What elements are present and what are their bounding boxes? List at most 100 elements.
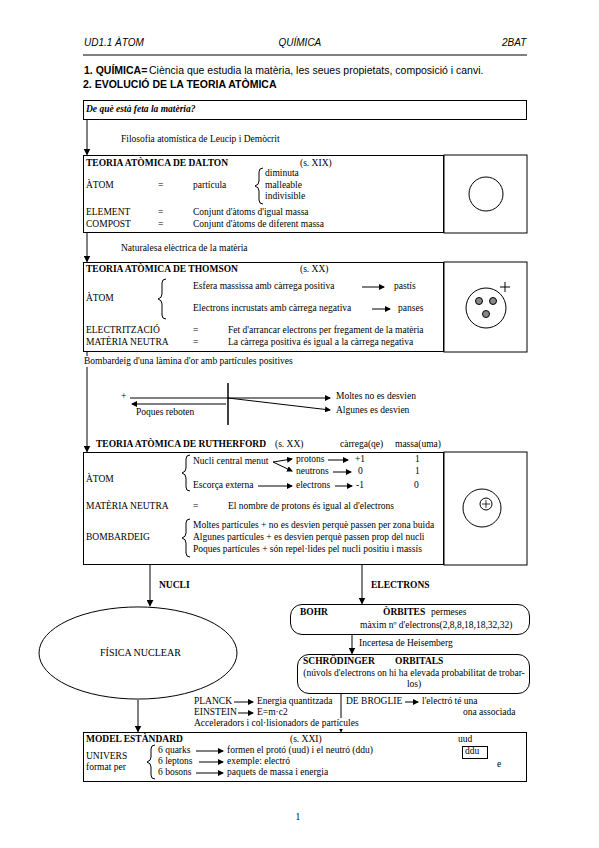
node-text: -1 <box>356 480 364 491</box>
brace <box>182 455 190 491</box>
ellipse-node: FÍSICA NUCLEAR <box>38 606 238 700</box>
node-text: La càrrega positiva és igual a la càrreg… <box>228 337 413 348</box>
node-text: +1 <box>355 454 365 465</box>
node-text: (s. XXI) <box>290 734 322 745</box>
node-text: TEORIA ATÒMICA DE THOMSON <box>86 264 238 275</box>
plus-sign <box>500 282 510 292</box>
node-text: permeses <box>431 607 466 618</box>
electron-dot <box>483 311 490 318</box>
label-text: DE BROGLIE <box>345 696 403 707</box>
theory-box: TEORIA ATÒMICA DE THOMSON(s. XX)ÀTOMEsfe… <box>83 262 444 352</box>
node-text: = <box>158 207 163 218</box>
node-text: 0 <box>358 466 363 477</box>
node-text: Moltes partícules + no es desvien perquè… <box>193 520 434 531</box>
node-text: SCHRÖDINGER <box>303 656 375 667</box>
edge-label: Incertesa de Heisemberg <box>358 638 454 649</box>
node-text: 6 leptons <box>158 756 193 767</box>
brace <box>158 279 166 319</box>
small-arrow <box>273 459 292 462</box>
nucleus-plus <box>482 500 490 508</box>
node-text: De què està feta la matèria? <box>86 104 196 115</box>
node-text: ddu <box>465 746 479 757</box>
dalton-atom <box>469 177 503 211</box>
node-text: = <box>158 219 163 230</box>
edge-label: Naturalesa elèctrica de la matèria <box>120 243 249 254</box>
node-text: ELECTRITZACIÓ <box>86 325 160 336</box>
node-text: TEORIA ATÒMICA DE RUTHERFORD <box>96 439 266 450</box>
node-text: diminuta <box>265 168 299 179</box>
node-text: MATÈRIA NEUTRA <box>86 501 169 512</box>
node-text: 6 bosons <box>158 767 192 778</box>
node-text: 1 <box>415 454 420 465</box>
brace <box>255 168 263 204</box>
brace <box>147 745 155 779</box>
node-text: FÍSICA NUCLEAR <box>100 647 181 658</box>
small-arrow <box>199 762 223 763</box>
label-text: + <box>120 391 127 402</box>
connector-arrow <box>352 635 353 654</box>
node-text: paquets de massa i energia <box>227 767 328 778</box>
node-text: = <box>193 501 198 512</box>
label-text: ona associada <box>462 707 517 718</box>
node-text: MODEL ESTÀNDARD <box>86 734 183 745</box>
small-arrow <box>258 486 292 487</box>
node-text: protons <box>296 454 325 465</box>
edge-label: NUCLI <box>158 580 191 591</box>
label-text: UD1.1 ÀTOM <box>83 37 145 49</box>
node-text: UNIVERS format per <box>86 751 136 773</box>
label-text: QUÍMICA <box>278 37 323 49</box>
node-text: (s. XIX) <box>300 158 332 169</box>
label-text: Poques reboten <box>135 407 195 418</box>
node-text: massa(uma) <box>395 439 441 450</box>
node-text: e <box>497 759 501 770</box>
node-text: BOHR <box>300 607 328 618</box>
node-text: TEORIA ATÒMICA DE DALTON <box>86 158 228 169</box>
node-text: ÀTOM <box>86 293 114 304</box>
ellipse-shape <box>39 607 237 699</box>
node-text: (núvols d'electrons on hi ha elevada pro… <box>303 668 525 690</box>
node-text: indivisible <box>265 191 305 202</box>
nucleus <box>480 498 492 510</box>
small-arrow <box>335 486 352 487</box>
label-text: 1 <box>295 812 302 823</box>
thomson-atom <box>466 288 506 328</box>
node-text: Escorça externa <box>193 480 253 491</box>
node-text: neutrons <box>296 466 329 477</box>
gold-foil <box>227 383 229 425</box>
node-text: = <box>193 337 198 348</box>
label-text: Moltes no es desvien <box>335 391 417 402</box>
node-text: Conjunt d'àtoms de diferent massa <box>193 219 324 230</box>
node-text: Esfera massissa amb càrrega positiva <box>193 281 334 292</box>
rutherford-atom <box>463 489 501 527</box>
label-text: Ciència que estudia la matèria, les seue… <box>148 64 484 77</box>
theory-box: TEORIA ATÒMICA DE RUTHERFORD(s. XX)càrre… <box>83 452 444 565</box>
node-text: ÀTOM <box>86 180 114 191</box>
node-text: MATÈRIA NEUTRA <box>86 337 169 348</box>
node-text: (s. XX) <box>275 439 304 450</box>
node-text: panses <box>398 303 423 314</box>
small-arrow <box>273 462 292 471</box>
rounded-box: SCHRÖDINGERORBITALS(núvols d'electrons o… <box>297 654 530 694</box>
label-text: Energia quantitzada <box>256 696 334 707</box>
connector-arrow <box>138 700 139 732</box>
small-arrow <box>196 773 223 774</box>
small-arrow <box>362 287 384 288</box>
small-arrow <box>333 472 351 473</box>
theory-box: TEORIA ATÒMICA DE DALTON (s. XIX) ÀTOM = par… <box>83 155 444 233</box>
node-text: Nucli central menut <box>193 456 268 467</box>
label-text: EINSTEIN <box>193 707 238 718</box>
node-text: ÀTOM <box>86 474 114 485</box>
label-text: Algunes es desvien <box>335 405 410 416</box>
node-text: = <box>158 180 163 191</box>
label-text: PLANCK <box>193 696 233 707</box>
label-text: l'electró té una <box>421 696 479 707</box>
quark-box: ddu <box>462 746 488 759</box>
node-text: partícula <box>193 180 226 191</box>
node-text: uud <box>458 734 472 745</box>
node-text: electrons <box>296 480 330 491</box>
node-text: El nombre de protons és igual al d'elect… <box>228 501 394 512</box>
label-text: Bombardeig d'una làmina d'or amb partícu… <box>83 356 294 367</box>
node-text: BOMBARDEIG <box>86 532 150 543</box>
node-text: ELEMENT <box>86 207 130 218</box>
